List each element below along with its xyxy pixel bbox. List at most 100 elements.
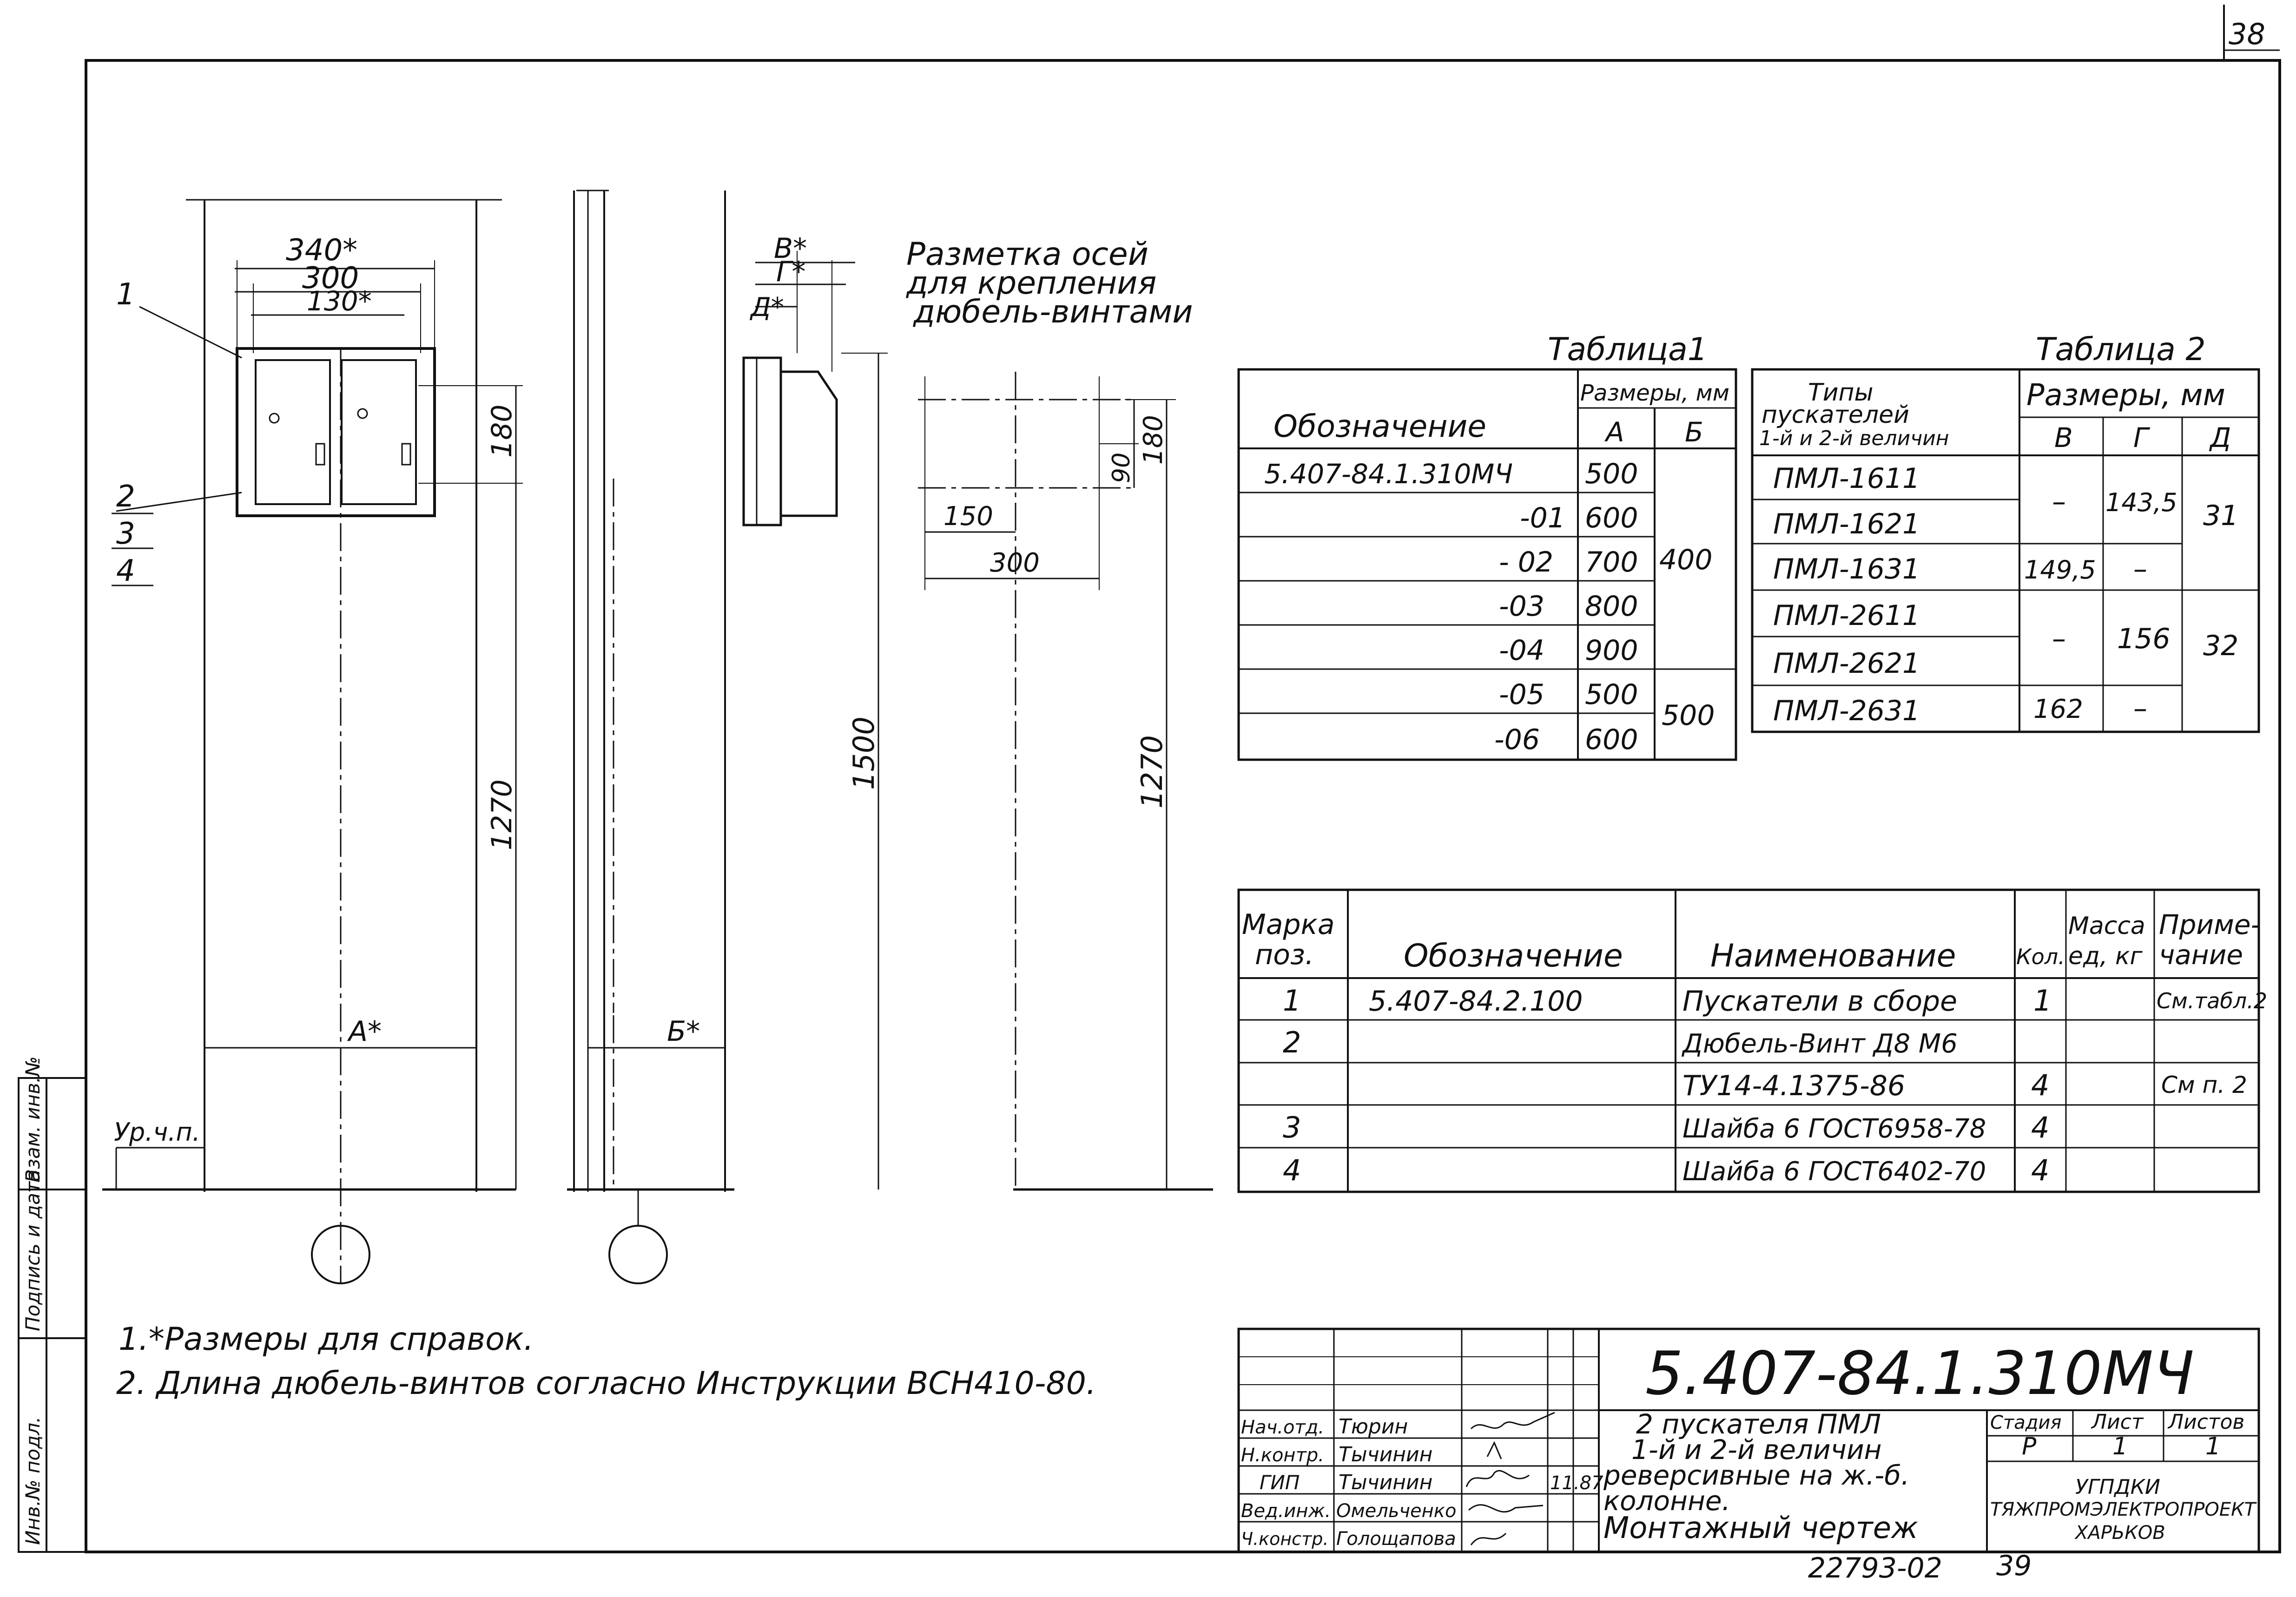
table-1-title: Таблица1 bbox=[1548, 331, 1708, 368]
spec-qty-2: 4 bbox=[2031, 1068, 2049, 1102]
signature-4 bbox=[1470, 1532, 1507, 1545]
title-block-code: 5.407-84.1.310МЧ bbox=[1645, 1339, 2194, 1408]
spec-pos-4: 4 bbox=[1283, 1153, 1301, 1187]
table-1-a-3: 800 bbox=[1585, 590, 1638, 623]
table-2-d-1: 31 bbox=[2203, 499, 2238, 532]
spec-qty-0: 1 bbox=[2033, 984, 2052, 1018]
dim-1500: 1500 bbox=[847, 716, 881, 790]
dim-340: 340* bbox=[286, 233, 357, 268]
axes-heading: Разметка осей для крепления дюбель-винта… bbox=[906, 236, 1193, 330]
sheet-number: 38 bbox=[2229, 17, 2265, 51]
tb-role-1: Н.контр. bbox=[1241, 1445, 1324, 1466]
level-mark: Ур.ч.п. bbox=[114, 1117, 200, 1147]
tb-role-2: ГИП bbox=[1260, 1471, 1300, 1494]
bottom-note-code: 22793-02 bbox=[1808, 1552, 1942, 1584]
spec-h-qty: Кол. bbox=[2016, 944, 2065, 969]
table-1-a-6: 600 bbox=[1585, 723, 1638, 756]
table-1-h-b: Б bbox=[1685, 416, 1703, 448]
table-2-v-1: – bbox=[2052, 486, 2066, 518]
tb-name-1: Тычинин bbox=[1339, 1443, 1432, 1466]
tb-name-3: Омельченко bbox=[1336, 1500, 1456, 1522]
dim-130: 130* bbox=[307, 285, 372, 317]
table-2-g-6: – bbox=[2133, 692, 2147, 725]
tb-name-4: Голощапова bbox=[1336, 1528, 1456, 1550]
side-label-replace: Взам. инв.№ bbox=[21, 1056, 44, 1183]
table-2-v-6: 162 bbox=[2033, 694, 2083, 724]
table-1-d-5: -05 bbox=[1499, 678, 1544, 711]
spec-h-note-1: Приме- bbox=[2159, 909, 2261, 940]
table-2-type-4: ПМЛ-2621 bbox=[1773, 647, 1920, 680]
table-2-v-4: – bbox=[2052, 623, 2066, 655]
spec-name-3: Шайба 6 ГОСТ6958-78 bbox=[1682, 1114, 1986, 1144]
table-1-a-4: 900 bbox=[1585, 634, 1638, 667]
dim-150: 150 bbox=[943, 501, 993, 532]
table-2 bbox=[1751, 368, 2260, 733]
table-1-h-a: А bbox=[1604, 416, 1624, 448]
tb-org-2: ТЯЖПРОМЭЛЕКТРОПРОЕКТ bbox=[1990, 1499, 2257, 1520]
signature-3 bbox=[1468, 1504, 1544, 1513]
table-2-type-5: ПМЛ-2631 bbox=[1773, 695, 1920, 727]
side-label-sign: Подпись и дата bbox=[21, 1170, 44, 1331]
table-1-d-1: -01 bbox=[1520, 502, 1565, 534]
spec-name-1: Дюбель-Винт Д8 М6 bbox=[1681, 1029, 1958, 1059]
table-2-title: Таблица 2 bbox=[2036, 331, 2206, 368]
callout-3: 3 bbox=[116, 517, 135, 551]
tb-org-1: УГПДКИ bbox=[2075, 1475, 2160, 1499]
spec-h-mark-1: Марка bbox=[1242, 908, 1335, 941]
spec-note-2: См п. 2 bbox=[2161, 1071, 2247, 1098]
tb-h-sheet: Лист bbox=[2091, 1410, 2144, 1434]
dim-a: A* bbox=[347, 1015, 382, 1048]
table-2-h-types-1: Типы bbox=[1808, 379, 1874, 407]
tb-h-stage: Стадия bbox=[1990, 1412, 2061, 1433]
tb-stage: Р bbox=[2022, 1433, 2037, 1460]
table-2-d-2: 32 bbox=[2203, 630, 2238, 662]
signature-0 bbox=[1470, 1412, 1555, 1430]
table-1-b-group-2: 500 bbox=[1662, 699, 1715, 732]
tb-org-3: ХАРЬКОВ bbox=[2074, 1522, 2165, 1544]
table-2-type-2: ПМЛ-1631 bbox=[1773, 553, 1920, 585]
table-2-h-d: Д bbox=[2209, 422, 2231, 453]
tb-title-3: реверсивные на ж.-б. bbox=[1603, 1459, 1910, 1491]
signature-1 bbox=[1486, 1441, 1502, 1459]
spec-qty-4: 4 bbox=[2031, 1153, 2049, 1187]
dim-d: Д* bbox=[749, 292, 784, 322]
table-2-g-4: 156 bbox=[2117, 623, 2171, 655]
sheet-frame bbox=[85, 5, 2281, 1553]
dim-g: Г* bbox=[776, 256, 805, 288]
note-1: 1.*Размеры для справок. bbox=[119, 1321, 534, 1358]
spec-h-mass-1: Масса bbox=[2068, 912, 2145, 940]
tb-title-5: Монтажный чертеж bbox=[1603, 1511, 1918, 1545]
table-2-type-1: ПМЛ-1621 bbox=[1773, 508, 1920, 540]
spec-name-0: Пускатели в сборе bbox=[1682, 985, 1957, 1018]
dim-1270: 1270 bbox=[486, 779, 518, 850]
dim-300: 300 bbox=[302, 261, 359, 296]
spec-des-0: 5.407-84.2.100 bbox=[1369, 985, 1583, 1018]
spec-h-mass-2: ед, кг bbox=[2068, 942, 2143, 970]
dim-b: Б* bbox=[667, 1015, 700, 1048]
table-1-d-2: - 02 bbox=[1499, 546, 1553, 578]
spec-pos-1: 2 bbox=[1283, 1025, 1301, 1059]
table-2-type-0: ПМЛ-1611 bbox=[1773, 462, 1920, 495]
spec-name-2: ТУ14-4.1375-86 bbox=[1682, 1070, 1905, 1102]
tb-title-1: 2 пускателя ПМЛ bbox=[1636, 1408, 1881, 1440]
table-2-g-3: – bbox=[2133, 553, 2147, 585]
spec-qty-3: 4 bbox=[2031, 1111, 2049, 1144]
side-view bbox=[567, 190, 888, 1284]
spec-table bbox=[1237, 888, 2260, 1193]
side-strip: Инв.№ подл. Подпись и дата Взам. инв.№ bbox=[18, 1056, 87, 1553]
tb-sheet: 1 bbox=[2112, 1433, 2128, 1460]
table-2-h-v: В bbox=[2054, 422, 2073, 453]
axes-heading-line-2: для крепления bbox=[906, 265, 1156, 302]
table-2-g-1: 143,5 bbox=[2105, 488, 2177, 517]
tb-role-3: Вед.инж. bbox=[1241, 1500, 1331, 1522]
table-2-h-g: Г bbox=[2133, 422, 2151, 453]
spec-h-mark-2: поз. bbox=[1255, 939, 1314, 971]
table-1-a-5: 500 bbox=[1585, 678, 1638, 711]
tb-name-0: Тюрин bbox=[1339, 1415, 1408, 1439]
table-2-v-3: 149,5 bbox=[2024, 555, 2096, 585]
dim-300-axes: 300 bbox=[990, 548, 1040, 578]
tb-title-2: 1-й и 2-й величин bbox=[1631, 1434, 1882, 1466]
table-2-h-types-3: 1-й и 2-й величин bbox=[1759, 427, 1949, 450]
spec-pos-3: 3 bbox=[1283, 1111, 1301, 1144]
spec-name-4: Шайба 6 ГОСТ6402-70 bbox=[1682, 1157, 1986, 1187]
